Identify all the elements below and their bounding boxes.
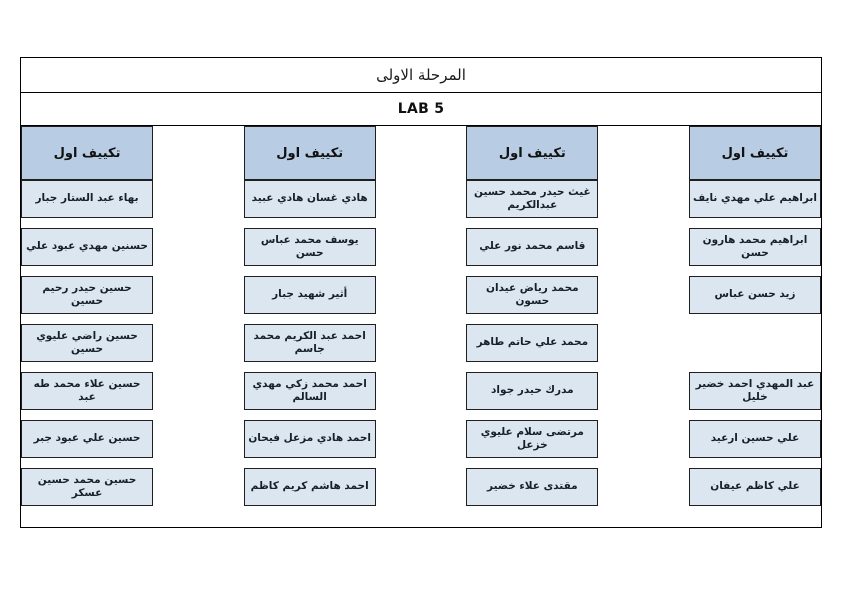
student-name: علي حسين ارعيد — [710, 432, 800, 445]
student-name: حسين محمد حسين عسكر — [37, 473, 137, 499]
table-row: ابراهيم علي مهدي نايف — [689, 180, 821, 218]
table-row: يوسف محمد عباس حسن — [243, 228, 376, 266]
table-row: احمد عبد الكريم محمد جاسم — [243, 324, 376, 362]
student-name: عبد المهدي احمد خضير خليل — [695, 377, 815, 403]
roster-column-2: تكييف اول هادي غسان هادي عبيد يوسف محمد … — [243, 126, 376, 526]
column-header-2: تكييف اول — [243, 126, 376, 180]
student-name: ابراهيم محمد هارون حسن — [702, 233, 808, 259]
student-name: احمد هاشم كريم كاظم — [250, 480, 369, 493]
column-header-label: تكييف اول — [498, 145, 566, 161]
column-header-4: تكييف اول — [689, 126, 821, 180]
column-header-3: تكييف اول — [466, 126, 599, 180]
table-row: حسنين مهدي عبود علي — [21, 228, 154, 266]
student-name: بهاء عبد الستار جبار — [35, 192, 139, 205]
student-name: قاسم محمد نور علي — [479, 240, 586, 253]
student-name: مدرك حيدر جواد — [491, 384, 574, 397]
student-name: حسين علي عبود جبر — [33, 432, 141, 445]
table-row: احمد محمد زكي مهدي السالم — [243, 372, 376, 410]
column-header-label: تكييف اول — [276, 145, 344, 161]
column-header-label: تكييف اول — [53, 145, 121, 161]
table-row: احمد هاشم كريم كاظم — [243, 468, 376, 506]
student-name: احمد هادي مزعل فيحان — [248, 432, 372, 445]
roster-columns: تكييف اول بهاء عبد الستار جبار حسنين مهد… — [21, 126, 821, 526]
table-row: علي حسين ارعيد — [689, 420, 821, 458]
table-row: حسين راضي عليوي حسين — [21, 324, 154, 362]
table-row: هادي غسان هادي عبيد — [243, 180, 376, 218]
roster-column-1: تكييف اول بهاء عبد الستار جبار حسنين مهد… — [21, 126, 154, 526]
table-row: عبد المهدي احمد خضير خليل — [689, 372, 821, 410]
table-row: حسين محمد حسين عسكر — [21, 468, 154, 506]
stage-title-row: المرحلة الاولى — [21, 58, 821, 93]
table-row: غيث حيدر محمد حسين عبدالكريم — [466, 180, 599, 218]
table-row: احمد هادي مزعل فيحان — [243, 420, 376, 458]
student-name: ابراهيم علي مهدي نايف — [693, 192, 817, 205]
student-name: هادي غسان هادي عبيد — [251, 192, 368, 205]
student-name: مرتضى سلام عليوي خزعل — [480, 425, 584, 451]
student-name: احمد عبد الكريم محمد جاسم — [253, 329, 366, 355]
student-name: علي كاظم عيفان — [710, 480, 800, 493]
student-name: حسنين مهدي عبود علي — [26, 240, 148, 253]
table-row: محمد علي حاتم طاهر — [466, 324, 599, 362]
table-row: حسين علي عبود جبر — [21, 420, 154, 458]
table-row: محمد رياض عيدان حسون — [466, 276, 599, 314]
table-row: بهاء عبد الستار جبار — [21, 180, 154, 218]
lab-label: LAB 5 — [397, 101, 445, 117]
table-row-empty — [689, 324, 821, 362]
lab-title-row: LAB 5 — [21, 93, 821, 126]
table-row: أثير شهيد جبار — [243, 276, 376, 314]
column-header-1: تكييف اول — [21, 126, 154, 180]
student-name: غيث حيدر محمد حسين عبدالكريم — [474, 185, 591, 211]
student-name: محمد علي حاتم طاهر — [476, 336, 589, 349]
page-title: المرحلة الاولى — [376, 66, 466, 84]
student-name: حسين حيدر رحيم حسين — [42, 281, 132, 307]
student-name: زيد حسن عباس — [714, 288, 796, 301]
roster-column-4: تكييف اول ابراهيم علي مهدي نايف ابراهيم … — [689, 126, 821, 526]
student-name: محمد رياض عيدان حسون — [486, 281, 579, 307]
student-name: يوسف محمد عباس حسن — [260, 233, 359, 259]
student-name: مقتدى علاء خضير — [487, 480, 578, 493]
roster-sheet: المرحلة الاولى LAB 5 تكييف اول بهاء عبد … — [20, 57, 822, 528]
student-name: احمد محمد زكي مهدي السالم — [252, 377, 367, 403]
column-header-label: تكييف اول — [721, 145, 789, 161]
roster-column-3: تكييف اول غيث حيدر محمد حسين عبدالكريم ق… — [466, 126, 599, 526]
table-row: زيد حسن عباس — [689, 276, 821, 314]
table-row: قاسم محمد نور علي — [466, 228, 599, 266]
table-row: حسين حيدر رحيم حسين — [21, 276, 154, 314]
table-row: حسين علاء محمد طه عبد — [21, 372, 154, 410]
table-row: مرتضى سلام عليوي خزعل — [466, 420, 599, 458]
student-name: أثير شهيد جبار — [272, 288, 348, 301]
student-name: حسين راضي عليوي حسين — [36, 329, 138, 355]
table-row: ابراهيم محمد هارون حسن — [689, 228, 821, 266]
table-row: مدرك حيدر جواد — [466, 372, 599, 410]
student-name: حسين علاء محمد طه عبد — [33, 377, 141, 403]
table-row: مقتدى علاء خضير — [466, 468, 599, 506]
table-row: علي كاظم عيفان — [689, 468, 821, 506]
